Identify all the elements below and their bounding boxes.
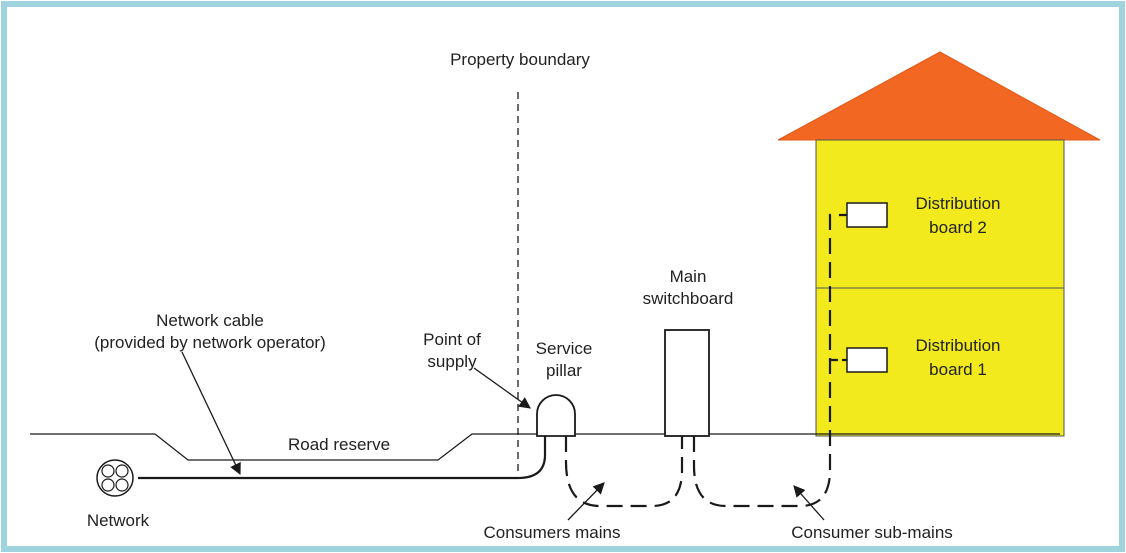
distribution-board-2-label-2: board 2 (929, 218, 987, 237)
consumers-mains-cable (564, 436, 684, 508)
main-switchboard-label-1: Main (670, 267, 707, 286)
distribution-board-2-label-1: Distribution (915, 194, 1000, 213)
distribution-board-1-label-2: board 1 (929, 360, 987, 379)
service-pillar-label-1: Service (536, 339, 593, 358)
distribution-board-1-label-1: Distribution (915, 336, 1000, 355)
distribution-board-2-box (846, 202, 888, 228)
consumer-sub-mains-cable (692, 213, 847, 508)
property-boundary-label: Property boundary (450, 50, 590, 69)
consumer-sub-mains-label: Consumer sub-mains (791, 523, 953, 542)
point-of-supply-label-1: Point of (423, 330, 481, 349)
point-of-supply-pointer (473, 367, 531, 409)
distribution-board-1-box (846, 347, 888, 373)
road-reserve-label: Road reserve (288, 435, 390, 454)
network-cable (138, 436, 547, 480)
service-pillar (536, 394, 576, 437)
service-pillar-label-2: pillar (546, 361, 582, 380)
main-switchboard-label-2: switchboard (643, 289, 734, 308)
main-switchboard (664, 329, 710, 437)
network-cable-pointer (181, 351, 241, 476)
consumers-mains-pointer (567, 482, 605, 521)
point-of-supply-label-2: supply (427, 352, 477, 371)
network-icon (96, 459, 134, 497)
network-label: Network (87, 511, 150, 530)
consumers-mains-label: Consumers mains (484, 523, 621, 542)
consumer-sub-mains-pointer (793, 485, 825, 521)
network-cable-label-1: Network cable (156, 311, 264, 330)
network-cable-label-2: (provided by network operator) (94, 333, 326, 352)
